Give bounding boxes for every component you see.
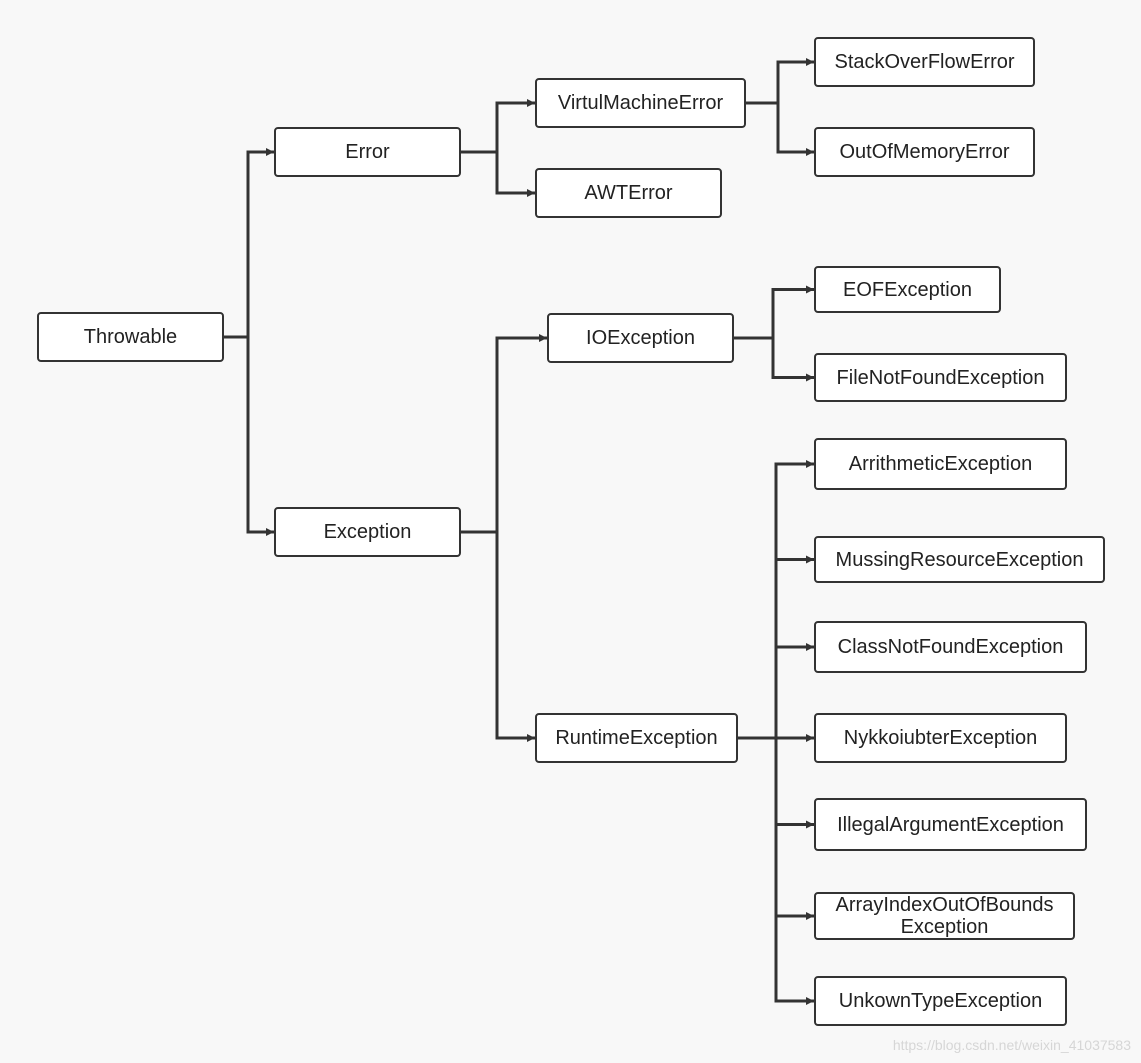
- node-error: Error: [274, 127, 461, 177]
- node-awt-error-label: AWTError: [584, 182, 673, 204]
- node-array-index-out-of-bounds-exception-label: ArrayIndexOutOfBounds Exception: [835, 894, 1054, 938]
- edge-throwable-to-exception: [224, 335, 274, 536]
- node-arrithmetic-exception-label: ArrithmeticException: [848, 453, 1033, 475]
- node-mussing-resource-exception-label: MussingResourceException: [835, 548, 1084, 571]
- node-unkown-type-exception: UnkownTypeException: [814, 976, 1067, 1026]
- node-illegal-argument-exception: IllegalArgumentException: [814, 798, 1087, 851]
- node-arrithmetic-exception: ArrithmeticException: [814, 438, 1067, 490]
- node-runtime-exception-label: RuntimeException: [555, 727, 718, 749]
- node-nykkoiubter-exception-label: NykkoiubterException: [843, 727, 1038, 749]
- node-eof-exception: EOFException: [814, 266, 1001, 313]
- edge-io-exception-to-file-not-found-exception: [734, 336, 814, 382]
- node-awt-error: AWTError: [535, 168, 722, 218]
- edge-runtime-exception-to-unkown-type-exception: [738, 736, 814, 1005]
- edge-io-exception-to-eof-exception: [734, 285, 814, 340]
- node-stack-overflow-error: StackOverFlowError: [814, 37, 1035, 87]
- edge-virtual-machine-error-to-out-of-memory-error: [746, 101, 814, 156]
- node-unkown-type-exception-label: UnkownTypeException: [838, 990, 1043, 1012]
- node-mussing-resource-exception: MussingResourceException: [814, 536, 1105, 583]
- node-virtual-machine-error-label: VirtulMachineError: [557, 92, 724, 114]
- node-exception-label: Exception: [323, 521, 412, 543]
- watermark-text: https://blog.csdn.net/weixin_41037583: [892, 1037, 1131, 1053]
- node-throwable-label: Throwable: [83, 326, 178, 348]
- node-io-exception: IOException: [547, 313, 734, 363]
- edge-exception-to-runtime-exception: [461, 530, 535, 742]
- edge-error-to-awt-error: [461, 150, 535, 197]
- edge-virtual-machine-error-to-stack-overflow-error: [746, 58, 814, 105]
- node-throwable: Throwable: [37, 312, 224, 362]
- node-io-exception-label: IOException: [586, 327, 695, 349]
- node-eof-exception-label: EOFException: [843, 278, 972, 301]
- node-illegal-argument-exception-label: IllegalArgumentException: [837, 813, 1064, 836]
- node-file-not-found-exception-label: FileNotFoundException: [836, 366, 1045, 389]
- node-array-index-out-of-bounds-exception: ArrayIndexOutOfBounds Exception: [814, 892, 1075, 940]
- node-class-not-found-exception-label: ClassNotFoundException: [837, 636, 1064, 658]
- edge-exception-to-io-exception: [461, 334, 547, 534]
- node-out-of-memory-error: OutOfMemoryError: [814, 127, 1035, 177]
- edge-runtime-exception-to-class-not-found-exception: [738, 643, 814, 740]
- node-file-not-found-exception: FileNotFoundException: [814, 353, 1067, 402]
- edge-error-to-virtual-machine-error: [461, 99, 535, 154]
- edge-throwable-to-error: [224, 148, 274, 339]
- node-stack-overflow-error-label: StackOverFlowError: [834, 51, 1015, 73]
- node-class-not-found-exception: ClassNotFoundException: [814, 621, 1087, 673]
- node-virtual-machine-error: VirtulMachineError: [535, 78, 746, 128]
- node-exception: Exception: [274, 507, 461, 557]
- node-runtime-exception: RuntimeException: [535, 713, 738, 763]
- node-out-of-memory-error-label: OutOfMemoryError: [839, 141, 1010, 163]
- node-error-label: Error: [345, 141, 390, 163]
- node-nykkoiubter-exception: NykkoiubterException: [814, 713, 1067, 763]
